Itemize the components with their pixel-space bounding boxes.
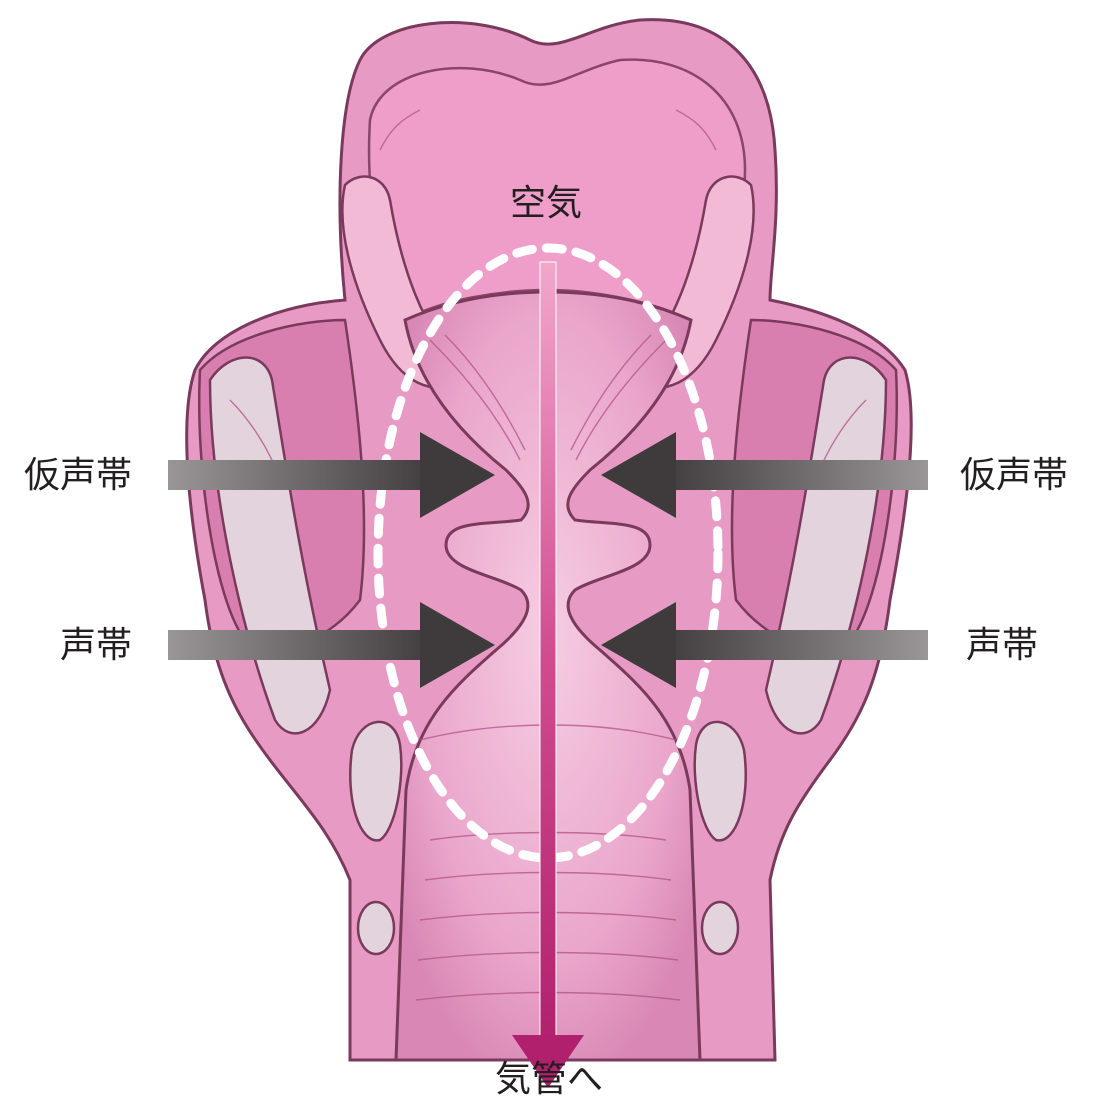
tracheal-ring-left <box>358 902 394 954</box>
label-vocal-cords-right: 声帯 <box>966 628 1038 664</box>
tracheal-ring-right <box>702 902 738 954</box>
label-trachea: 気管へ <box>495 1062 603 1098</box>
airflow-arrow-shaft <box>540 262 556 1052</box>
label-false-cords-right: 仮声帯 <box>960 458 1068 494</box>
label-vocal-cords-left: 声帯 <box>60 628 132 664</box>
label-false-cords-left: 仮声帯 <box>24 458 132 494</box>
label-air: 空気 <box>510 186 582 222</box>
